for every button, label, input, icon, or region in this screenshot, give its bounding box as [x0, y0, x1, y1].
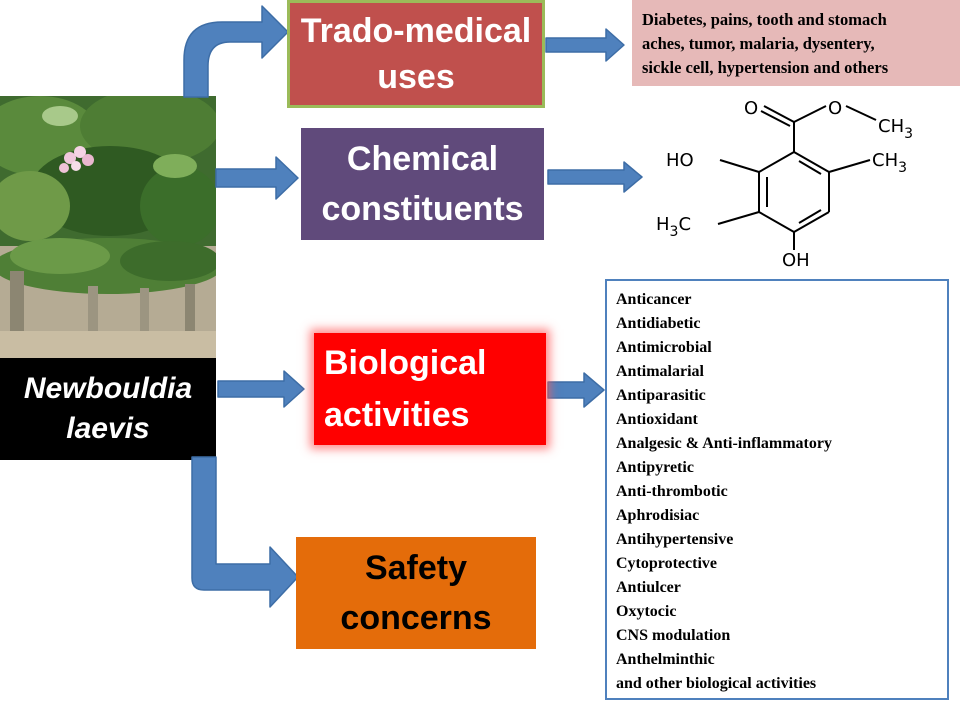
hydroxyl-bottom-label: OH	[782, 250, 810, 270]
activity-item: Analgesic & Anti-inflammatory	[616, 435, 832, 452]
activity-item: Aphrodisiac	[616, 507, 700, 524]
activity-item: CNS modulation	[616, 627, 731, 644]
activity-item: Antiparasitic	[616, 387, 706, 404]
plant-photo	[0, 96, 216, 358]
arrow-to-uses-list	[545, 28, 625, 62]
biological-title-line2: activities	[324, 396, 470, 434]
arrow-to-molecule	[547, 161, 643, 193]
activity-item: Anthelminthic	[616, 651, 715, 668]
activity-item: Antimicrobial	[616, 339, 712, 356]
methyl-ring-label: CH3	[872, 150, 907, 176]
biological-title-line1: Biological	[324, 344, 487, 382]
activity-item: Oxytocic	[616, 603, 677, 620]
biological-activities-box: Biological activities	[314, 333, 546, 445]
methyl-ester-label: CH3	[878, 116, 913, 142]
arrow-to-biological	[217, 370, 305, 408]
species-name-line1: Newbouldia	[23, 372, 193, 405]
chemical-title-line1: Chemical	[346, 140, 499, 178]
species-label-box: Newbouldia laevis	[0, 358, 216, 460]
methyl-left-label: H3C	[656, 214, 691, 240]
uses-line-1: Diabetes, pains, tooth and stomach	[642, 10, 887, 29]
arrow-to-safety	[191, 456, 299, 608]
chemical-title-line2: constituents	[321, 190, 524, 228]
trado-medical-title-line1: Trado-medical	[300, 12, 532, 50]
activity-item: Antimalarial	[616, 363, 704, 380]
activity-item: Antipyretic	[616, 459, 694, 476]
trado-medical-title-line2: uses	[377, 58, 455, 96]
uses-list-box: Diabetes, pains, tooth and stomach aches…	[632, 0, 960, 86]
chemical-constituents-box: Chemical constituents	[301, 128, 544, 240]
activity-item: Anti-thrombotic	[616, 483, 728, 500]
oxygen-carbonyl-label: O	[744, 98, 758, 119]
uses-line-2: aches, tumor, malaria, dysentery,	[642, 34, 875, 53]
hydroxyl-left-label: HO	[666, 150, 694, 171]
safety-concerns-box: Safety concerns	[296, 537, 536, 649]
activities-list-box: Anticancer Antidiabetic Antimicrobial An…	[605, 279, 949, 700]
uses-line-3: sickle cell, hypertension and others	[642, 58, 889, 77]
species-name-line2: laevis	[66, 412, 150, 445]
activity-item: Antihypertensive	[616, 531, 734, 548]
oxygen-ester-label: O	[828, 98, 842, 119]
safety-title-line1: Safety	[364, 549, 468, 587]
arrow-to-chemical	[215, 156, 299, 200]
arrow-to-trado-medical	[183, 5, 289, 98]
activity-item: Antioxidant	[616, 411, 698, 428]
activity-item: Anticancer	[616, 291, 692, 308]
trado-medical-uses-box: Trado-medical uses	[287, 0, 545, 108]
activity-item: Antiulcer	[616, 579, 681, 596]
activity-item: Antidiabetic	[616, 315, 701, 332]
activity-item: and other biological activities	[616, 675, 817, 692]
chemical-structure: O O CH3 HO CH3 H3C OH	[640, 92, 950, 271]
activity-item: Cytoprotective	[616, 555, 717, 572]
safety-title-line2: concerns	[340, 599, 492, 637]
arrow-to-activities-list	[547, 372, 605, 408]
